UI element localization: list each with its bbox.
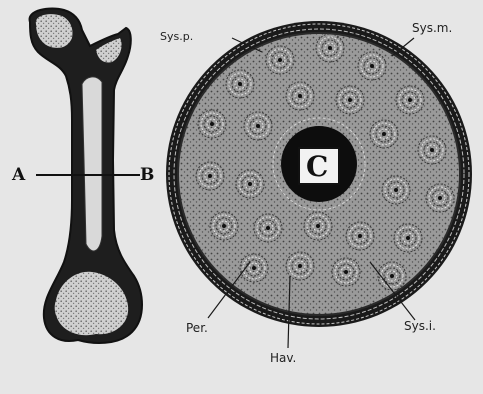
haversian-canal bbox=[238, 82, 242, 86]
cross-section: C bbox=[166, 21, 472, 327]
haversian-canal bbox=[358, 234, 362, 238]
haversian-canal bbox=[408, 98, 412, 102]
haversian-canal bbox=[222, 224, 226, 228]
haversian-canal bbox=[248, 182, 252, 186]
label-a: A bbox=[11, 165, 26, 185]
haversian-canal bbox=[266, 226, 270, 230]
haversian-canal bbox=[208, 174, 212, 178]
haversian-canal bbox=[438, 196, 442, 200]
haversian-canal bbox=[348, 98, 352, 102]
haversian-canal bbox=[278, 58, 282, 62]
haversian-canal bbox=[344, 270, 348, 274]
haversian-canal bbox=[210, 122, 214, 126]
haversian-canal bbox=[256, 124, 260, 128]
label-hav: Hav. bbox=[270, 351, 296, 365]
haversian-canal bbox=[298, 94, 302, 98]
haversian-canal bbox=[406, 236, 410, 240]
label-b: B bbox=[140, 165, 154, 185]
haversian-canal bbox=[298, 264, 302, 268]
label-per: Per. bbox=[186, 321, 208, 335]
haversian-canal bbox=[328, 46, 332, 50]
haversian-canal bbox=[390, 274, 394, 278]
label-sys-i: Sys.i. bbox=[404, 319, 436, 333]
haversian-canal bbox=[252, 266, 256, 270]
label-c: C bbox=[306, 150, 328, 183]
haversian-canal bbox=[382, 132, 386, 136]
haversian-canal bbox=[394, 188, 398, 192]
haversian-canal bbox=[316, 224, 320, 228]
haversian-canal bbox=[370, 64, 374, 68]
haversian-canal bbox=[430, 148, 434, 152]
label-sys-p: Sys.p. bbox=[160, 30, 193, 43]
label-sys-m: Sys.m. bbox=[412, 21, 452, 35]
